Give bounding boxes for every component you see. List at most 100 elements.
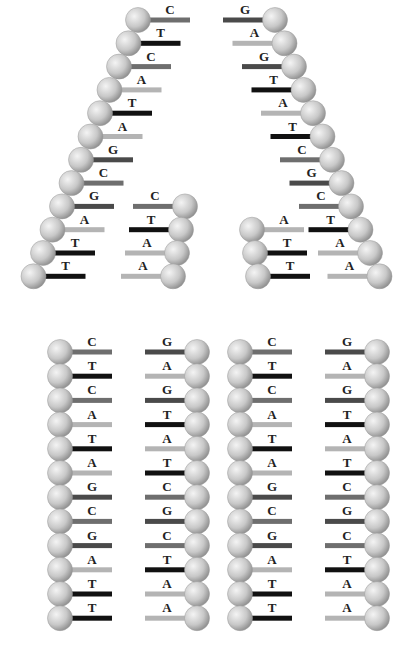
base-letter: T — [268, 432, 277, 446]
base-bar — [290, 181, 336, 186]
backbone-sphere — [228, 436, 253, 461]
base-bar — [133, 204, 179, 209]
base-letter: A — [335, 236, 344, 250]
base-bar — [66, 592, 112, 597]
base-bar — [325, 374, 371, 379]
base-bar — [135, 41, 181, 46]
base-letter: C — [87, 383, 96, 397]
backbone-sphere — [48, 461, 73, 486]
base-bar — [145, 495, 191, 500]
backbone-sphere — [263, 8, 288, 33]
base-letter: G — [108, 143, 118, 157]
backbone-sphere — [126, 8, 151, 33]
backbone-sphere — [228, 461, 253, 486]
base-letter: T — [268, 359, 277, 373]
base-bar — [66, 495, 112, 500]
base-letter: A — [267, 553, 276, 567]
base-bar — [309, 227, 355, 232]
backbone-sphere — [228, 485, 253, 510]
backbone-sphere — [48, 582, 73, 607]
base-bar — [246, 567, 292, 572]
base-letter: G — [87, 480, 97, 494]
base-bar — [66, 567, 112, 572]
base-letter: T — [163, 408, 172, 422]
backbone-sphere — [365, 485, 390, 510]
backbone-sphere — [48, 557, 73, 582]
base-letter: A — [342, 432, 351, 446]
base-letter: G — [89, 189, 99, 203]
backbone-sphere — [97, 77, 122, 102]
base-letter: A — [342, 601, 351, 615]
base-letter: G — [267, 529, 277, 543]
base-letter: G — [162, 383, 172, 397]
base-bar — [325, 495, 371, 500]
base-letter: A — [162, 601, 171, 615]
backbone-sphere — [59, 171, 84, 196]
base-bar — [252, 87, 298, 92]
base-bar — [325, 446, 371, 451]
base-letter: C — [267, 335, 276, 349]
base-letter: A — [118, 120, 127, 134]
base-bar — [66, 422, 112, 427]
base-letter: T — [156, 26, 165, 40]
base-letter: C — [162, 529, 171, 543]
base-letter: T — [283, 236, 292, 250]
backbone-sphere — [169, 217, 194, 242]
base-letter: G — [306, 166, 316, 180]
base-letter: C — [342, 480, 351, 494]
base-letter: T — [88, 359, 97, 373]
base-letter: C — [146, 50, 155, 64]
backbone-sphere — [310, 124, 335, 149]
backbone-sphere — [107, 54, 132, 79]
base-letter: C — [267, 383, 276, 397]
backbone-sphere — [48, 606, 73, 631]
backbone-sphere — [228, 388, 253, 413]
base-letter: T — [88, 601, 97, 615]
base-letter: A — [250, 26, 259, 40]
backbone-sphere — [50, 194, 75, 219]
backbone-sphere — [272, 31, 297, 56]
base-bar — [325, 350, 371, 355]
backbone-sphere — [365, 340, 390, 365]
base-letter: G — [259, 50, 269, 64]
backbone-sphere — [185, 557, 210, 582]
backbone-sphere — [228, 557, 253, 582]
base-letter: A — [342, 359, 351, 373]
base-letter: T — [269, 73, 278, 87]
base-bar — [325, 543, 371, 548]
base-bar — [325, 519, 371, 524]
base-bar — [66, 398, 112, 403]
base-letter: T — [288, 120, 297, 134]
base-letter: G — [87, 529, 97, 543]
backbone-sphere — [365, 388, 390, 413]
backbone-sphere — [367, 264, 392, 289]
backbone-sphere — [116, 31, 141, 56]
backbone-sphere — [48, 412, 73, 437]
base-letter: A — [138, 259, 147, 273]
backbone-sphere — [365, 509, 390, 534]
backbone-sphere — [246, 264, 271, 289]
backbone-sphere — [240, 217, 265, 242]
base-bar — [328, 274, 374, 279]
base-letter: A — [162, 359, 171, 373]
base-bar — [145, 471, 191, 476]
backbone-sphere — [365, 557, 390, 582]
base-bar — [246, 543, 292, 548]
base-bar — [325, 398, 371, 403]
backbone-sphere — [358, 241, 383, 266]
base-bar — [125, 64, 171, 69]
base-letter: G — [240, 3, 250, 17]
base-letter: A — [162, 577, 171, 591]
base-bar — [66, 350, 112, 355]
backbone-sphere — [228, 364, 253, 389]
base-letter: G — [342, 335, 352, 349]
base-bar — [233, 41, 279, 46]
base-letter: T — [343, 553, 352, 567]
backbone-sphere — [161, 264, 186, 289]
base-bar — [318, 251, 364, 256]
base-bar — [116, 87, 162, 92]
base-bar — [129, 227, 175, 232]
base-bar — [40, 274, 86, 279]
backbone-sphere — [185, 412, 210, 437]
base-bar — [66, 616, 112, 621]
